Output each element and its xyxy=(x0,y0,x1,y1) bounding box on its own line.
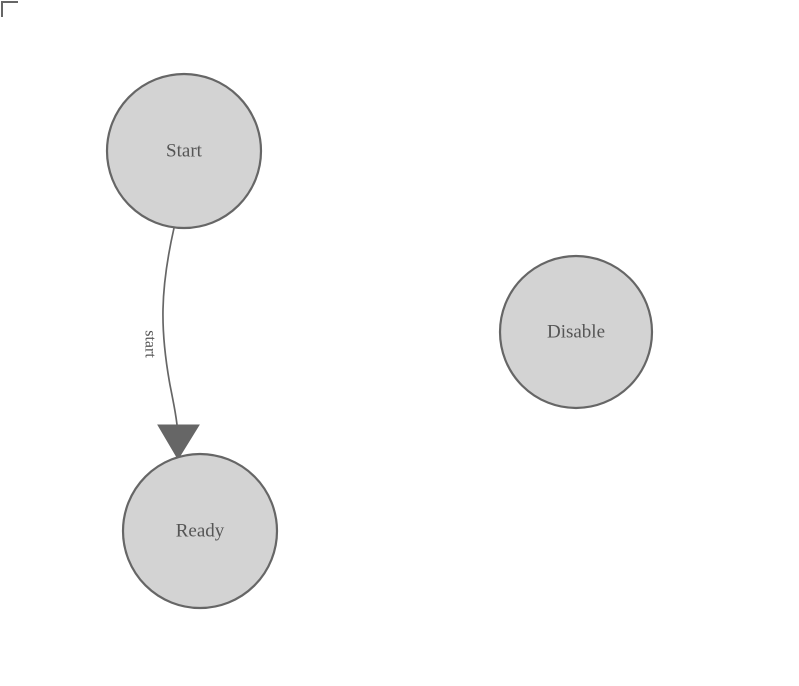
arrowhead-icon xyxy=(157,424,200,460)
node-start[interactable]: Start xyxy=(105,72,263,230)
node-disable-label: Disable xyxy=(547,322,605,343)
node-disable-shape[interactable] xyxy=(498,254,654,410)
edge-label-start: start xyxy=(142,330,159,358)
edge-path xyxy=(162,227,179,436)
node-ready-shape[interactable] xyxy=(121,452,279,610)
node-start-label: Start xyxy=(166,141,203,162)
node-ready-label: Ready xyxy=(176,521,225,542)
node-start-shape[interactable] xyxy=(105,72,263,230)
node-ready[interactable]: Ready xyxy=(121,452,279,610)
edge-start-to-ready[interactable]: start xyxy=(142,227,200,460)
selection-corner-mark-icon xyxy=(1,1,18,17)
node-disable[interactable]: Disable xyxy=(498,254,654,410)
